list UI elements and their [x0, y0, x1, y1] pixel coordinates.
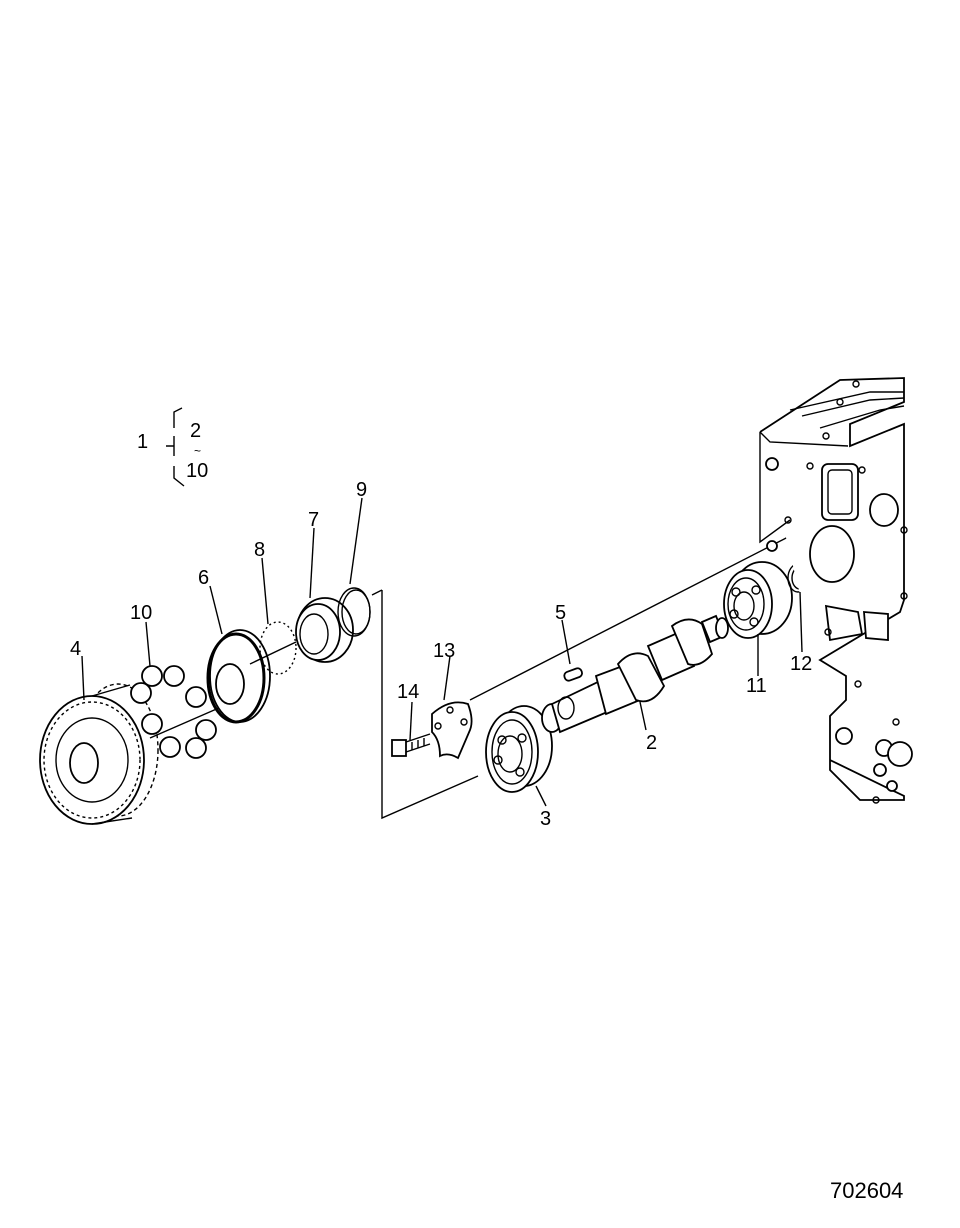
kit-range-start: 2 [190, 420, 201, 442]
engine-case [759, 377, 913, 804]
callout-7: 7 [308, 509, 319, 531]
front-bearing-part [485, 705, 553, 793]
kit-number: 1 [137, 431, 148, 453]
callout-13: 13 [433, 640, 455, 662]
callout-14: 14 [397, 681, 419, 703]
balls-part [130, 665, 229, 759]
kit-range-end: 10 [186, 460, 208, 482]
callout-labels: 4 10 6 8 7 9 13 14 5 2 3 11 12 [70, 479, 812, 830]
callout-10: 10 [130, 602, 152, 624]
rear-bearing-part [723, 561, 793, 639]
snap-ring-part [337, 587, 371, 637]
thrust-plate-part [206, 629, 271, 724]
callout-3: 3 [540, 808, 551, 830]
kit-bracket: 1 2 ~ 10 [137, 407, 208, 487]
callout-8: 8 [254, 539, 265, 561]
figure-number: 702604 [830, 1178, 903, 1203]
ball-retainer-part [249, 621, 297, 675]
callout-11: 11 [746, 675, 767, 697]
leader-lines [81, 497, 803, 807]
callout-6: 6 [198, 567, 209, 589]
callout-9: 9 [356, 479, 367, 501]
callout-5: 5 [555, 602, 566, 624]
callout-2: 2 [646, 732, 657, 754]
bolt-part [391, 733, 431, 757]
crankshaft-part [541, 614, 729, 734]
key-part [563, 667, 583, 682]
cam-plate-part [431, 701, 473, 760]
kit-range-separator: ~ [194, 444, 201, 458]
gear-part [39, 683, 159, 825]
seal-part [295, 597, 354, 663]
callout-12: 12 [790, 653, 812, 675]
callout-4: 4 [70, 638, 81, 660]
